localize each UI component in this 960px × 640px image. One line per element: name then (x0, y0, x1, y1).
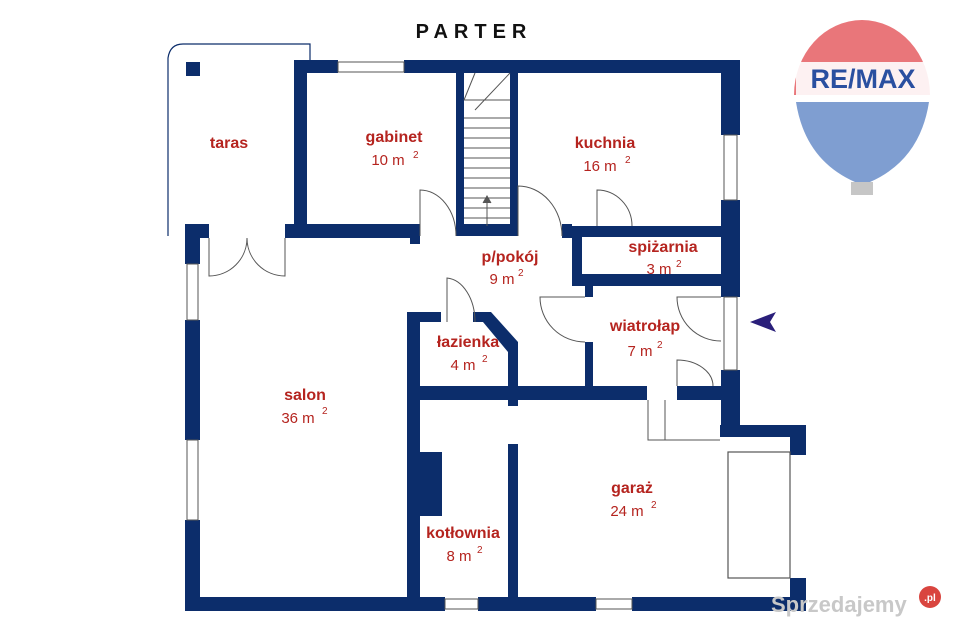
logo-text: RE/MAX (810, 64, 915, 94)
room-name-kotlownia: kotłownia (426, 525, 500, 542)
door-entrance (676, 296, 722, 342)
watermark-badge: .pl (924, 593, 936, 604)
door-terrace-left (208, 237, 248, 277)
room-name-salon: salon (284, 387, 326, 404)
door-gabinet (419, 189, 457, 237)
window-garaz (595, 598, 633, 610)
room-name-ppokoj: p/pokój (482, 249, 539, 266)
room-name-taras: taras (210, 135, 248, 152)
door-terrace-right (246, 237, 286, 277)
walls (185, 60, 806, 611)
room-label-kuchnia: kuchnia 16 m 2 (575, 135, 636, 175)
room-label-salon: salon 36 m 2 (281, 387, 328, 427)
room-area-unit-kotlownia: 2 (477, 545, 483, 556)
watermark-text: Sprzedajemy (771, 592, 907, 617)
room-area-ppokoj: 9 m (489, 271, 514, 288)
room-label-kotlownia: kotłownia 8 m 2 (426, 525, 500, 565)
room-area-unit-garaz: 2 (651, 500, 657, 511)
room-label-garaz: garaż 24 m 2 (610, 480, 657, 520)
room-name-gabinet: gabinet (366, 129, 424, 146)
windows (186, 61, 738, 610)
room-name-lazienka: łazienka (437, 334, 499, 351)
watermark-badge-icon (919, 586, 941, 608)
room-area-unit-spizarnia: 2 (676, 259, 682, 270)
door-spizarnia (596, 189, 633, 227)
room-name-spizarnia: spiżarnia (628, 239, 697, 256)
room-label-ppokoj: p/pokój 9 m 2 (482, 249, 539, 288)
room-name-kuchnia: kuchnia (575, 135, 636, 152)
room-name-garaz: garaż (611, 480, 653, 497)
window-gabinet (337, 61, 405, 73)
room-label-wiatrolap: wiatrołap 7 m 2 (609, 318, 680, 360)
room-area-unit-gabinet: 2 (413, 150, 419, 161)
room-name-wiatrolap: wiatrołap (609, 318, 680, 335)
room-area-spizarnia: 3 m (646, 261, 671, 278)
window-kuchnia (723, 134, 738, 201)
room-area-garaz: 24 m (610, 503, 643, 520)
room-area-unit-wiatrolap: 2 (657, 340, 663, 351)
door-lazienka (446, 277, 476, 323)
window-salon-lower (186, 439, 199, 521)
room-area-unit-ppokoj: 2 (518, 268, 524, 279)
door-kuchnia (517, 185, 563, 237)
room-area-wiatrolap: 7 m (627, 343, 652, 360)
room-label-gabinet: gabinet 10 m 2 (366, 129, 424, 169)
entrance-arrow-icon (750, 312, 776, 332)
window-salon-upper (186, 263, 199, 321)
window-wiatrolap (723, 296, 738, 371)
terrace-marker (186, 62, 200, 76)
balloon-logo-icon: RE/MAX (792, 20, 932, 205)
garage-steps (647, 400, 720, 441)
room-label-spizarnia: spiżarnia 3 m 2 (628, 239, 697, 278)
watermark: Sprzedajemy .pl (771, 586, 941, 617)
room-area-kotlownia: 8 m (446, 548, 471, 565)
doors (208, 185, 722, 441)
room-area-unit-lazienka: 2 (482, 354, 488, 365)
door-wiatrolap-inner (539, 296, 586, 343)
garage-door (727, 451, 791, 579)
room-area-unit-salon: 2 (322, 406, 328, 417)
room-area-gabinet: 10 m (371, 152, 404, 169)
room-area-lazienka: 4 m (450, 357, 475, 374)
room-label-taras: taras (210, 135, 248, 152)
staircase (463, 72, 511, 226)
window-kotlownia (444, 598, 479, 610)
floor-title: PARTER (416, 21, 533, 43)
terrace-outline (167, 43, 311, 236)
room-area-unit-kuchnia: 2 (625, 155, 631, 166)
room-area-kuchnia: 16 m (583, 158, 616, 175)
room-label-lazienka: łazienka 4 m 2 (437, 334, 499, 374)
room-area-salon: 36 m (281, 410, 314, 427)
door-garage-hall (676, 359, 714, 387)
